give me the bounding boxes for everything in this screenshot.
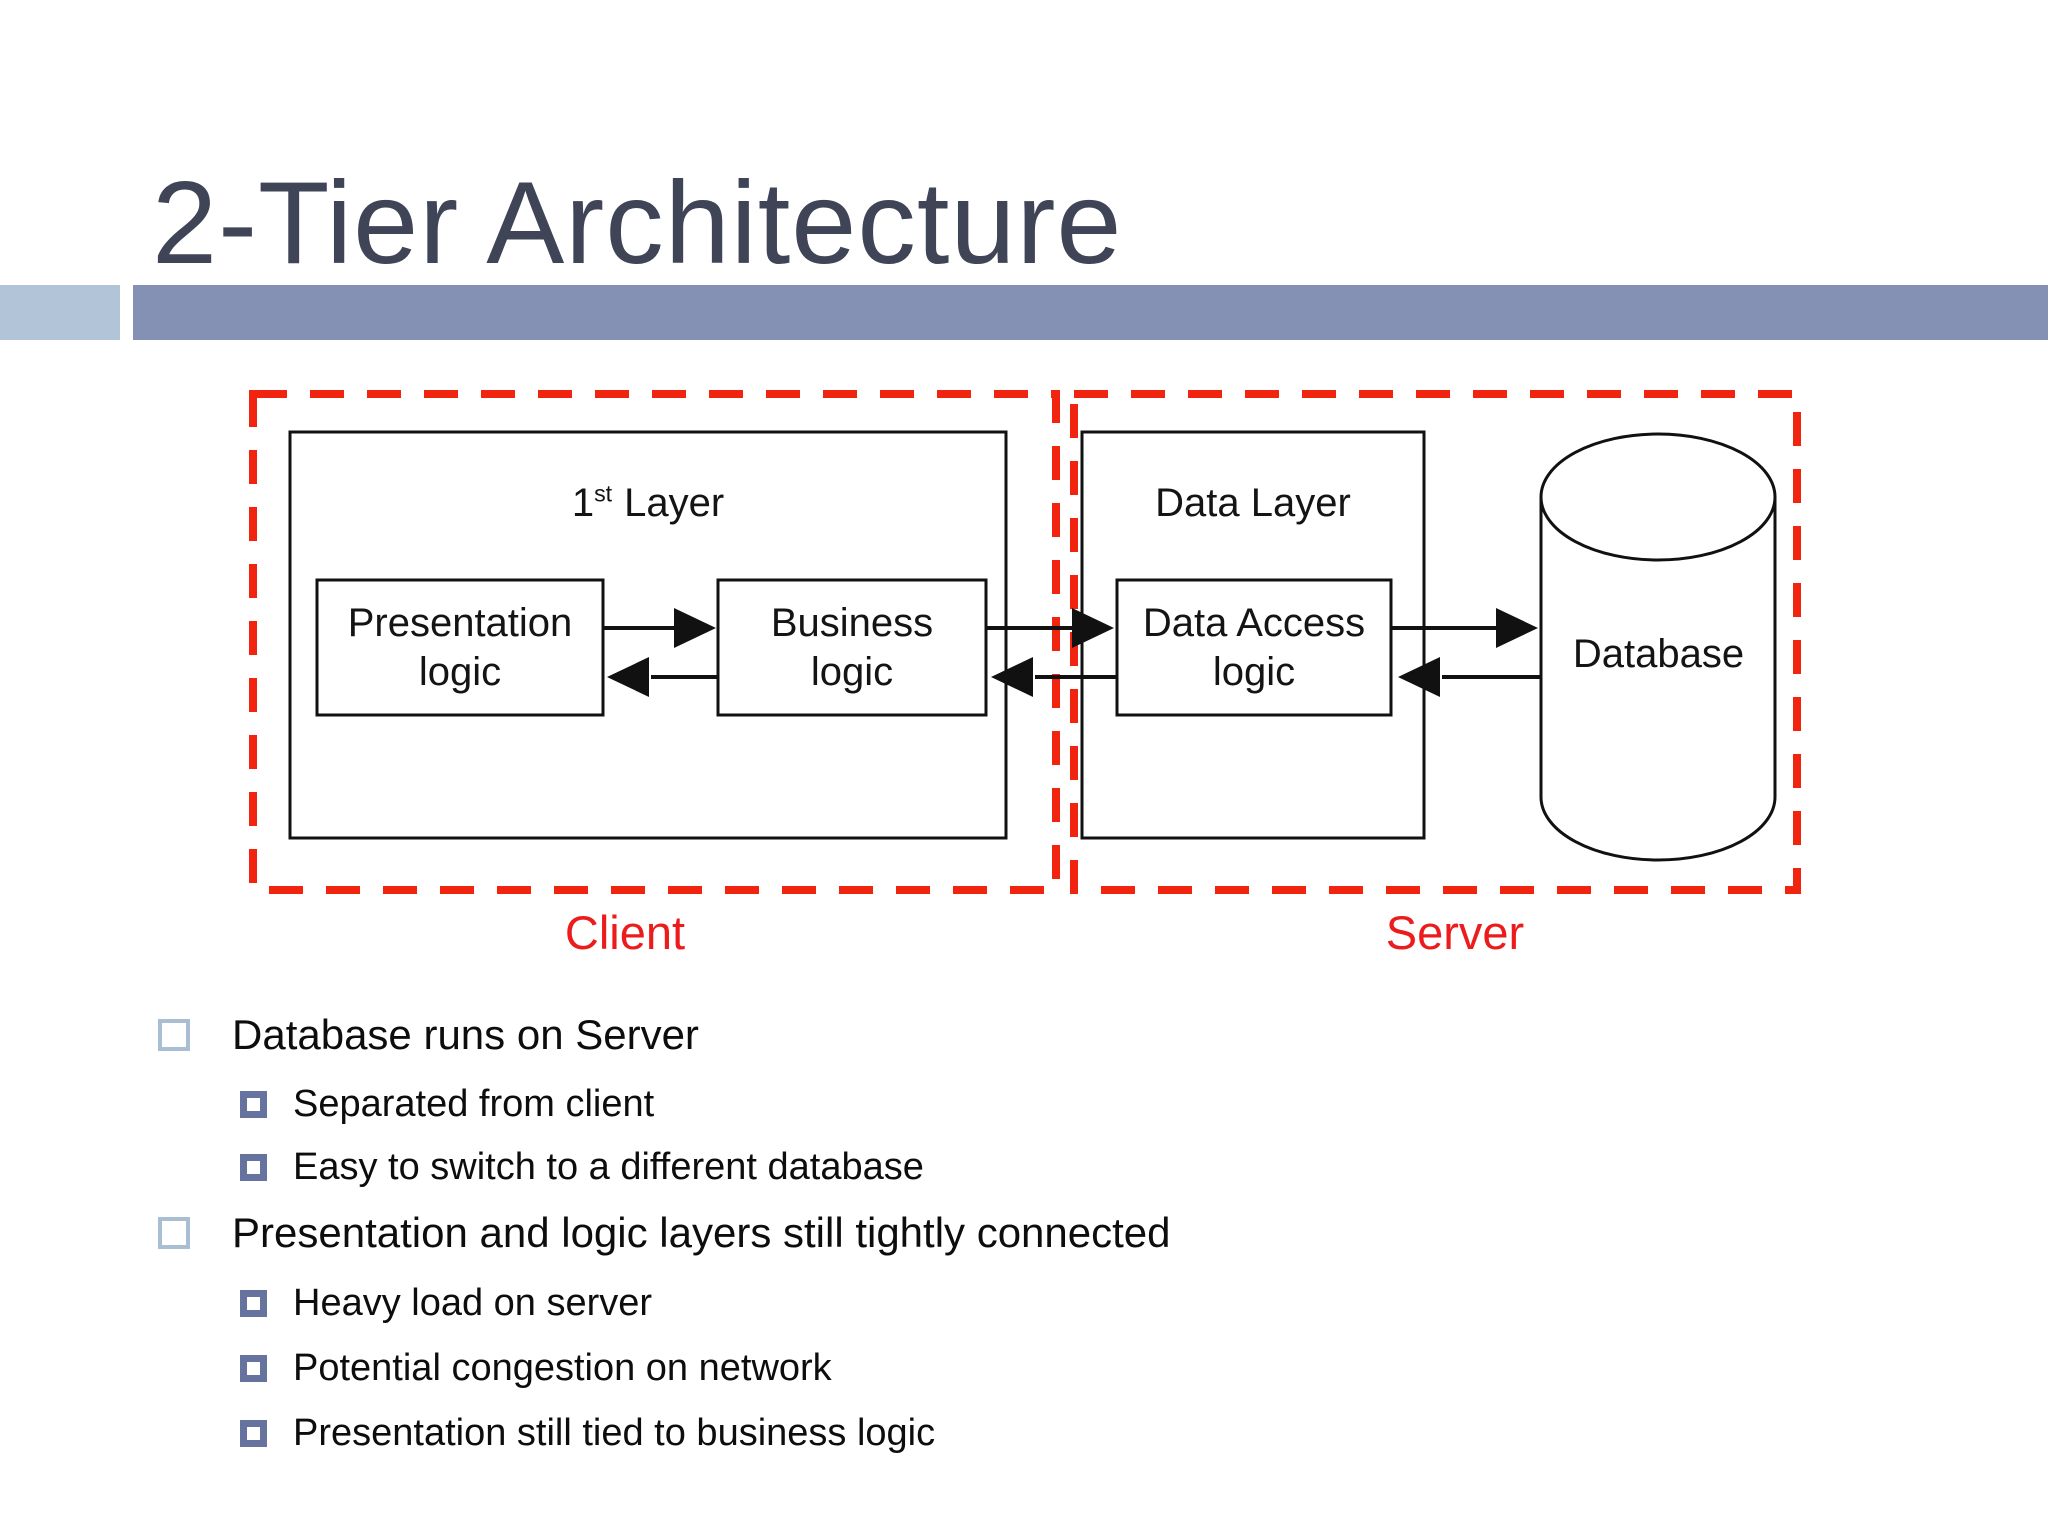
level1-bullet-icon — [158, 1217, 190, 1249]
server-region-label: Server — [1385, 906, 1525, 959]
arrow-data-access-to-business — [991, 657, 1117, 697]
arrow-business-to-data-access — [987, 608, 1114, 648]
data-access-logic-line2: logic — [1212, 649, 1296, 694]
client-region-box — [249, 390, 1060, 894]
bullet-item: Heavy load on server — [240, 1271, 652, 1335]
presentation-logic-line1: Presentation — [347, 600, 573, 645]
client-region-label: Client — [564, 906, 686, 959]
presentation-logic-box — [315, 578, 605, 717]
first-layer-ordinal: st — [594, 480, 613, 507]
bullet-text: Database runs on Server — [232, 1011, 699, 1058]
level2-bullet-icon — [240, 1419, 267, 1447]
arrow-business-to-presentation — [607, 657, 718, 697]
accent-square — [0, 285, 120, 340]
level2-bullet-icon — [240, 1153, 267, 1181]
bullet-item: Potential congestion on network — [240, 1336, 832, 1400]
business-logic-box — [716, 578, 988, 717]
first-layer-word: Layer — [624, 481, 725, 525]
arrow-presentation-to-business — [604, 608, 716, 648]
arrow-database-to-data-access — [1398, 657, 1541, 697]
bullet-text: Easy to switch to a different database — [293, 1145, 924, 1188]
level1-bullet-icon — [158, 1019, 190, 1051]
level2-bullet-icon — [240, 1354, 267, 1382]
business-logic-line1: Business — [770, 600, 934, 645]
bullet-item: Easy to switch to a different database — [240, 1135, 924, 1199]
data-access-logic-line1: Data Access — [1142, 600, 1366, 645]
bullet-text: Presentation and logic layers still tigh… — [232, 1209, 1171, 1256]
business-logic-label: Business logic — [718, 580, 986, 715]
presentation-logic-line2: logic — [418, 649, 502, 694]
business-logic-line2: logic — [810, 649, 894, 694]
level2-bullet-icon — [240, 1090, 267, 1118]
data-access-logic-label: Data Access logic — [1117, 580, 1391, 715]
bullet-text: Heavy load on server — [293, 1281, 653, 1324]
arrow-data-access-to-database — [1392, 608, 1538, 648]
level2-bullet-icon — [240, 1289, 267, 1317]
bullet-item: Database runs on Server — [158, 1003, 699, 1067]
database-cylinder — [1539, 432, 1777, 862]
bullet-text: Presentation still tied to business logi… — [293, 1411, 936, 1454]
database-label: Database — [1572, 632, 1745, 676]
page-title: 2-Tier Architecture — [152, 157, 1123, 289]
data-layer-label: Data Layer — [1155, 481, 1351, 525]
data-access-logic-box — [1115, 578, 1393, 717]
presentation-logic-label: Presentation logic — [317, 580, 603, 715]
bullet-item: Presentation and logic layers still tigh… — [158, 1201, 1171, 1265]
bullet-text: Potential congestion on network — [293, 1346, 832, 1389]
accent-bar — [133, 285, 2048, 340]
bullet-text: Separated from client — [293, 1082, 655, 1125]
first-layer-number: 1 — [571, 481, 595, 525]
first-layer-label: 1st Layer — [290, 478, 1006, 528]
bullet-item: Separated from client — [240, 1072, 654, 1136]
bullet-item: Presentation still tied to business logi… — [240, 1401, 935, 1465]
